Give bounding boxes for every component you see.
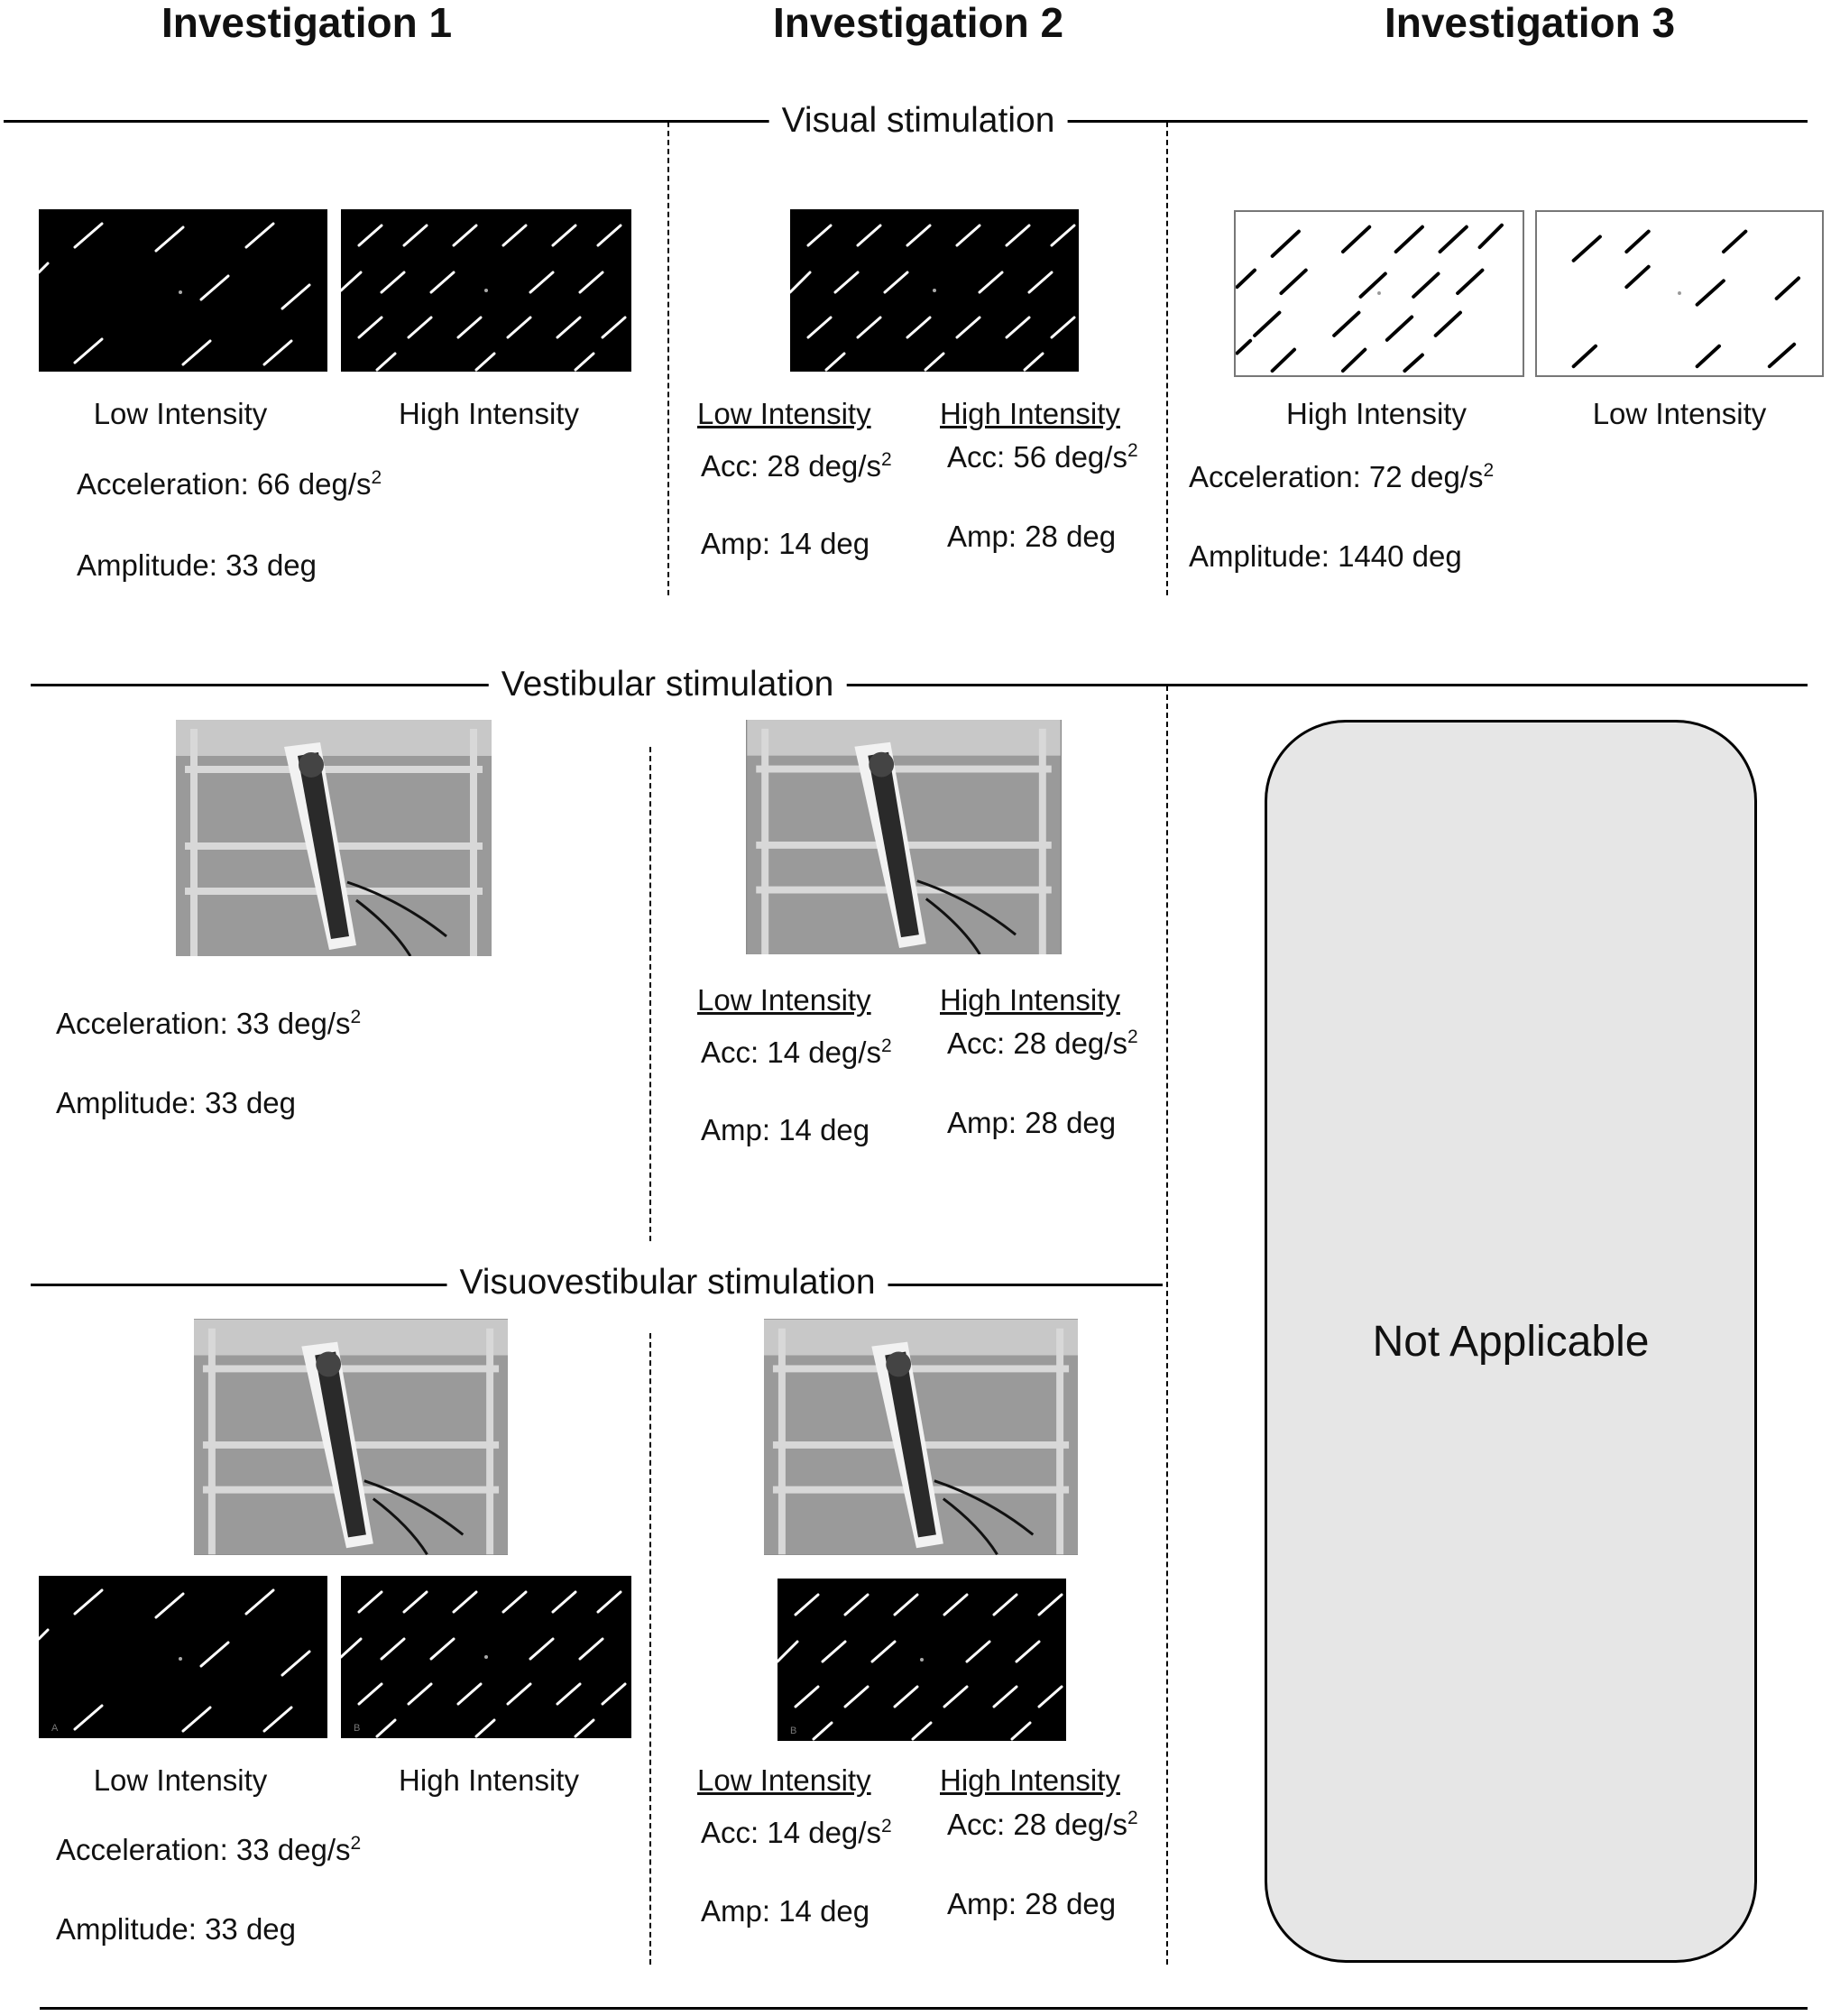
header-investigation-3: Investigation 3 [1384,0,1676,46]
vestibular-inv2-low-amp: Amp: 14 deg [701,1113,870,1146]
visual-stimulus-high-intensity [341,209,631,372]
dashed-divider [1166,122,1168,595]
not-applicable-panel: Not Applicable [1265,720,1757,1963]
visual-inv3-amplitude: Amplitude: 1440 deg [1189,539,1462,573]
section-title-visuovestibular: Visuovestibular stimulation [446,1263,888,1303]
panel-letter: B [354,1723,360,1734]
visuovestibular-inv2-high-amp: Amp: 28 deg [947,1887,1117,1920]
label-high-intensity: High Intensity [399,1763,579,1797]
visual-inv2-high-amp: Amp: 28 deg [947,520,1117,553]
visual-stimulus-inv2 [790,209,1079,372]
dashed-divider [649,1333,651,1965]
optokinetic-lines-inv3-low [1571,229,1801,369]
visual-inv1-amplitude: Amplitude: 33 deg [77,548,317,582]
visuovestibular-inv1-amplitude: Amplitude: 33 deg [56,1912,297,1946]
panel-letter: B [790,1726,796,1736]
label-high-intensity: High Intensity [940,397,1120,430]
vestibular-section-rule [31,684,1808,686]
vestibular-inv2-low-acc: Acc: 14 deg/s2 [701,1036,892,1069]
label-high-intensity: High Intensity [940,1763,1120,1797]
label-low-intensity: Low Intensity [697,1763,871,1797]
label-low-intensity: Low Intensity [93,397,268,430]
label-low-intensity: Low Intensity [1592,397,1767,430]
visual-stimulus-high-intensity: B [341,1576,631,1738]
tilt-chair-photo [746,720,1062,954]
vestibular-inv2-high-acc: Acc: 28 deg/s2 [947,1026,1138,1060]
visuovestibular-inv2-high-acc: Acc: 28 deg/s2 [947,1808,1138,1841]
not-applicable-label: Not Applicable [1372,1317,1650,1366]
bottom-rule [40,2007,1808,2010]
tilt-chair-illustration [764,1319,1078,1555]
optokinetic-lines-high [341,224,627,372]
tilt-chair-illustration [747,720,1061,954]
optokinetic-lines-inv3-high [1236,223,1504,373]
dashed-divider [667,122,669,595]
tilt-chair-illustration [194,1319,508,1555]
visual-stimulus-low-intensity [39,209,327,372]
visuovestibular-inv2-low-acc: Acc: 14 deg/s2 [701,1816,892,1849]
optokinetic-lines-high: B [341,1590,627,1738]
vestibular-inv2-high-amp: Amp: 28 deg [947,1106,1117,1139]
label-low-intensity: Low Intensity [697,397,871,430]
header-investigation-1: Investigation 1 [161,0,453,46]
visual-inv2-low-acc: Acc: 28 deg/s2 [701,449,892,483]
tilt-chair-photo [194,1319,508,1555]
optokinetic-lines-inv2 [790,224,1076,372]
label-low-intensity: Low Intensity [93,1763,268,1797]
visual-inv1-acceleration: Acceleration: 66 deg/s2 [77,467,382,501]
visuovestibular-inv1-acceleration: Acceleration: 33 deg/s2 [56,1833,362,1866]
visuovestibular-inv2-low-amp: Amp: 14 deg [701,1894,870,1928]
visual-inv2-low-amp: Amp: 14 deg [701,527,870,560]
label-low-intensity: Low Intensity [697,983,871,1017]
vestibular-inv1-amplitude: Amplitude: 33 deg [56,1086,297,1119]
visual-stimulus-high-intensity-inv3 [1234,210,1524,377]
dashed-divider [649,747,651,1241]
section-title-visual: Visual stimulation [768,101,1068,141]
label-high-intensity: High Intensity [940,983,1120,1017]
label-high-intensity: High Intensity [1286,397,1467,430]
label-high-intensity: High Intensity [399,397,579,430]
optokinetic-lines-low: A [39,1588,311,1734]
panel-letter: A [51,1723,59,1734]
tilt-chair-photo [176,720,492,956]
visual-stimulus-low-intensity: A [39,1576,327,1738]
tilt-chair-photo [764,1319,1078,1555]
optokinetic-lines-low [39,222,311,366]
vestibular-inv1-acceleration: Acceleration: 33 deg/s2 [56,1007,362,1040]
dashed-divider [1166,686,1168,1965]
visual-stimulus-inv2: B [777,1579,1066,1741]
visual-inv2-high-acc: Acc: 56 deg/s2 [947,440,1138,474]
visual-inv3-acceleration: Acceleration: 72 deg/s2 [1189,460,1495,493]
header-investigation-2: Investigation 2 [772,0,1064,46]
section-title-vestibular: Vestibular stimulation [488,665,847,704]
tilt-chair-illustration [176,720,492,956]
optokinetic-lines-inv2: B [777,1593,1063,1741]
visual-stimulus-low-intensity-inv3 [1535,210,1824,377]
